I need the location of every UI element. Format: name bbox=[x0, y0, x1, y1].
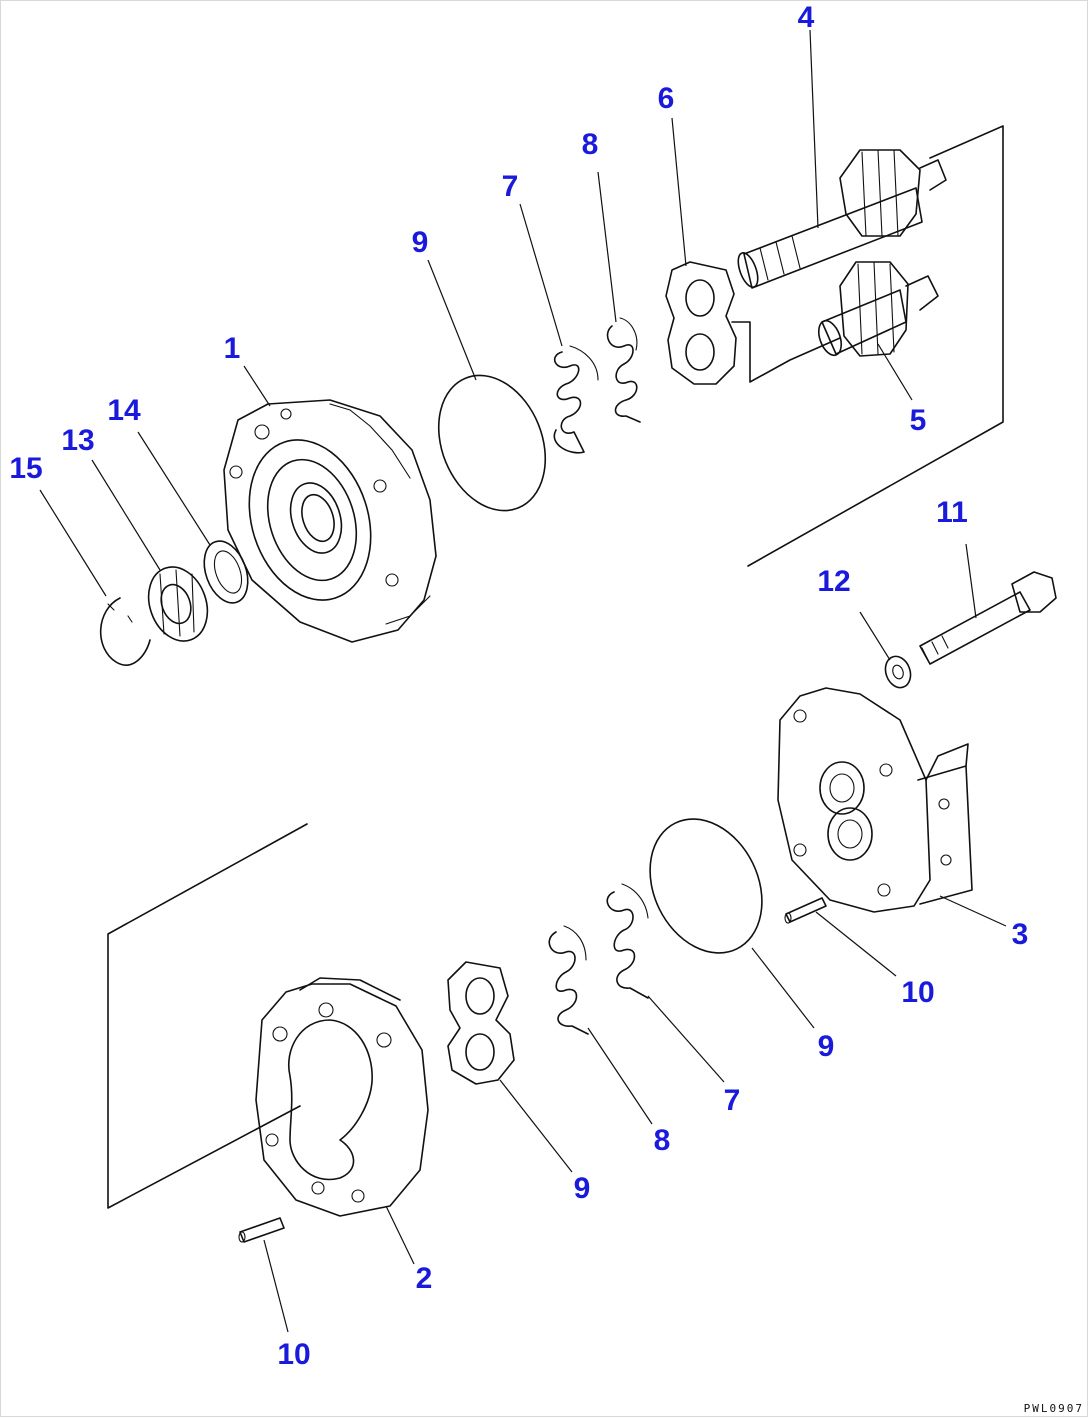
figure-code: PWL0907 bbox=[1024, 1402, 1084, 1415]
callout-5: 5 bbox=[910, 404, 927, 437]
callout-14: 14 bbox=[107, 394, 141, 427]
callout-8-bottom: 8 bbox=[654, 1124, 671, 1157]
callout-3: 3 bbox=[1012, 918, 1029, 951]
pin-part-10-bottom bbox=[238, 1217, 285, 1243]
drive-gear-part-4 bbox=[737, 149, 947, 289]
callout-8-top: 8 bbox=[582, 128, 599, 161]
side-plate-part-9-bottom bbox=[447, 961, 515, 1085]
callout-2: 2 bbox=[416, 1262, 433, 1295]
gear-case-part-2 bbox=[255, 977, 429, 1217]
seal-part-8-top bbox=[606, 317, 641, 423]
callout-labels: 1 2 3 4 5 6 7 8 9 11 12 13 14 15 10 9 7 … bbox=[9, 1, 1028, 1371]
driven-gear-part-5 bbox=[817, 261, 939, 357]
callout-10-bottom: 10 bbox=[277, 1338, 310, 1371]
pin-part-10-right bbox=[784, 897, 827, 924]
callout-13: 13 bbox=[61, 424, 94, 457]
lower-group-frame bbox=[107, 823, 308, 1209]
oil-seal-part-13 bbox=[147, 566, 209, 642]
callout-4: 4 bbox=[798, 1, 815, 34]
callout-10-right: 10 bbox=[901, 976, 934, 1009]
seal-part-7-bottom bbox=[606, 883, 649, 999]
o-ring-part-9-right bbox=[649, 818, 763, 954]
callout-9-bottom: 9 bbox=[574, 1172, 591, 1205]
front-cover-part-1 bbox=[223, 399, 437, 643]
callout-6: 6 bbox=[658, 82, 675, 115]
callout-15: 15 bbox=[9, 452, 42, 485]
bolt-part-11 bbox=[919, 571, 1057, 665]
o-ring-part-9-top bbox=[437, 374, 547, 512]
leader-lines bbox=[39, 29, 1007, 1333]
snap-ring-part-15 bbox=[99, 597, 151, 666]
seal-part-7-top bbox=[553, 345, 599, 454]
callout-7-bottom: 7 bbox=[724, 1084, 741, 1117]
callout-12: 12 bbox=[817, 565, 850, 598]
ring-part-14 bbox=[203, 540, 249, 604]
callout-9-top: 9 bbox=[412, 226, 429, 259]
callout-9-right: 9 bbox=[818, 1030, 835, 1063]
callout-1: 1 bbox=[224, 332, 241, 365]
rear-cover-part-3 bbox=[777, 687, 973, 913]
washer-part-12 bbox=[884, 655, 912, 689]
upper-group-frame bbox=[731, 125, 1004, 567]
callout-7-top: 7 bbox=[502, 170, 519, 203]
side-plate-part-6 bbox=[665, 261, 737, 385]
callout-11: 11 bbox=[936, 496, 968, 529]
seal-part-8-bottom bbox=[548, 925, 589, 1035]
